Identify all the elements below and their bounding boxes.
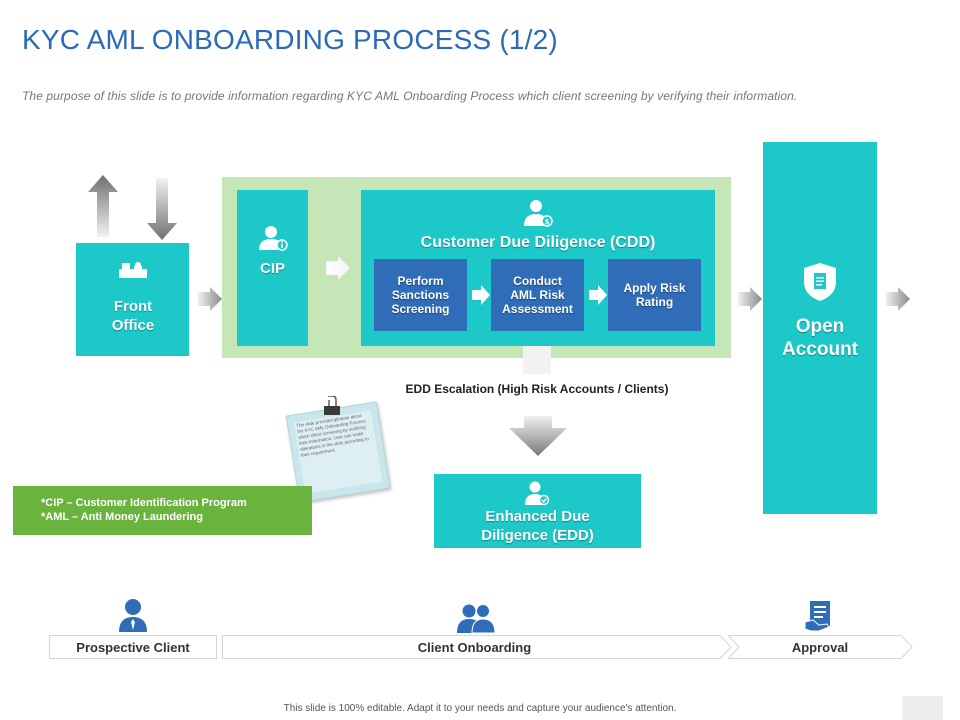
page-subtitle: The purpose of this slide is to provide …: [22, 89, 798, 103]
chevron-right-icon: [472, 285, 490, 305]
chevron-right-icon: [738, 287, 762, 311]
cdd-step-risk-assessment: Conduct AML Risk Assessment: [491, 259, 584, 331]
front-office-desk-icon: [119, 262, 147, 278]
shield-document-icon: [803, 262, 837, 302]
phase-approval-frame: [728, 635, 914, 659]
cdd-step-risk-rating: Apply Risk Rating: [608, 259, 701, 331]
person-check-icon: [524, 480, 550, 506]
cdd-step-sanctions: Perform Sanctions Screening: [374, 259, 467, 331]
legend-cip: *CIP – Customer Identification Program: [41, 497, 247, 509]
footer-text: This slide is 100% editable. Adapt it to…: [283, 703, 677, 714]
open-account-box: Open Account: [763, 142, 877, 514]
svg-text:$: $: [545, 218, 550, 226]
slide-number-box: [902, 696, 943, 720]
chevron-right-icon: [326, 256, 350, 280]
chevron-right-icon: [589, 285, 607, 305]
arrow-up-icon: [88, 175, 118, 237]
page-title: KYC AML ONBOARDING PROCESS (1/2): [22, 24, 558, 55]
edd-escalation-label: EDD Escalation (High Risk Accounts / Cli…: [405, 382, 669, 396]
arrow-down-icon: [509, 416, 567, 456]
cip-label: CIP: [259, 260, 285, 277]
person-info-icon: [258, 224, 288, 252]
legend-aml: *AML – Anti Money Laundering: [41, 511, 203, 523]
person-dollar-icon: $: [523, 198, 553, 228]
cdd-title: Customer Due Diligence (CDD): [420, 234, 656, 251]
escalation-connector: [523, 346, 551, 374]
phase-prospective-client-frame: [49, 635, 217, 659]
phase-client-onboarding-frame: [222, 635, 732, 659]
sticky-note-text: The slide provided glimpse about the KYC…: [295, 412, 369, 458]
open-account-label: Open Account: [782, 316, 858, 360]
cdd-box: $ Customer Due Diligence (CDD) Perform S…: [361, 190, 715, 346]
arrow-down-icon: [147, 178, 177, 240]
front-office-label: Front Office: [111, 298, 155, 334]
phase-approval: Approval: [791, 639, 849, 655]
document-hand-icon: [803, 600, 837, 634]
edd-label: Enhanced Due Diligence (EDD): [481, 508, 594, 544]
user-icon: [118, 598, 148, 632]
binder-clip-icon: [323, 396, 341, 416]
phase-prospective-client: Prospective Client: [76, 639, 190, 655]
phase-client-onboarding: Client Onboarding: [417, 639, 532, 655]
edd-box: Enhanced Due Diligence (EDD): [434, 474, 641, 548]
cip-box: CIP: [237, 190, 308, 346]
users-icon: [457, 603, 495, 633]
legend-box: *CIP – Customer Identification Program *…: [13, 486, 312, 535]
front-office-box: Front Office: [76, 243, 189, 356]
chevron-right-icon: [886, 287, 910, 311]
chevron-right-icon: [198, 287, 222, 311]
